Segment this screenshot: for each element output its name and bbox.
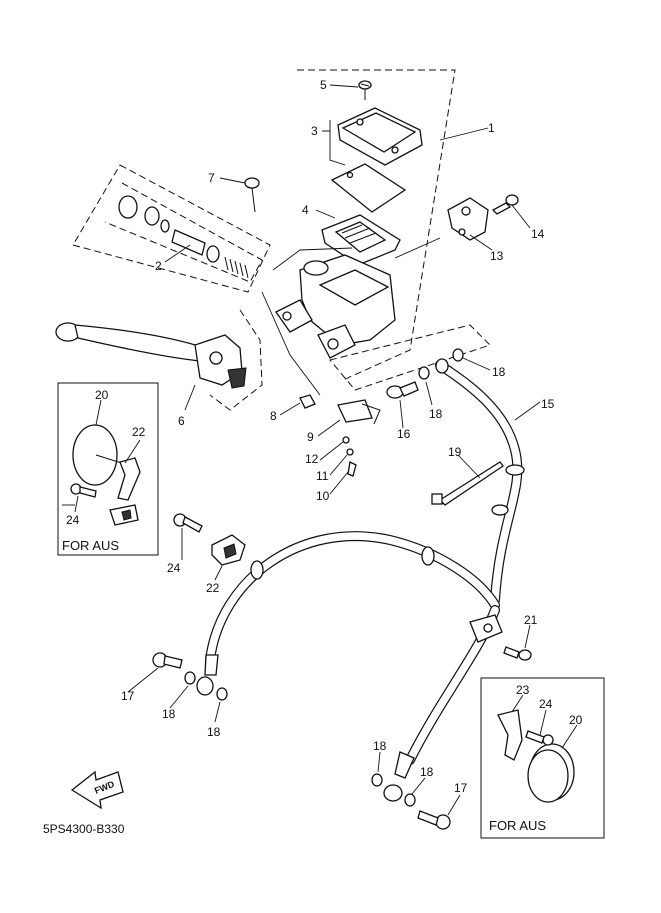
leader-lines <box>62 84 578 816</box>
piston-kit-outline-outer <box>72 164 271 293</box>
nut-8 <box>299 394 316 409</box>
callout-9: 9 <box>307 430 314 444</box>
handlebar-clamp <box>447 197 489 241</box>
callout-7: 7 <box>208 171 215 185</box>
hose-collar-a <box>505 464 525 476</box>
union-bolt-16 <box>386 381 419 399</box>
joint-bolt-21 <box>503 646 532 661</box>
callout-22-mid: 22 <box>206 581 220 595</box>
washer-right-b <box>404 793 416 807</box>
callout-10: 10 <box>316 489 330 503</box>
callout-20-left: 20 <box>95 388 109 402</box>
callout-17-left: 17 <box>121 689 135 703</box>
cap-plate <box>330 163 407 213</box>
upper-brake-hose <box>436 361 522 604</box>
callout-24-right: 24 <box>539 697 553 711</box>
callout-24-left: 24 <box>66 513 80 527</box>
callout-11: 11 <box>316 469 329 483</box>
inset-right <box>480 677 605 839</box>
forward-arrow-icon: FWD <box>70 770 124 810</box>
clamp-bolt <box>491 194 519 215</box>
switch-screw <box>347 461 357 477</box>
callout-2: 2 <box>155 259 162 273</box>
callout-5: 5 <box>320 78 327 92</box>
piston-kit <box>118 195 249 279</box>
copper-washer-b <box>452 348 464 362</box>
callout-22-left: 22 <box>132 425 146 439</box>
callout-labels: 1 2 3 4 5 6 7 8 9 10 11 12 13 14 15 16 1… <box>66 78 583 795</box>
union-bolt-right <box>417 810 451 830</box>
cap-screw <box>358 80 372 100</box>
cable-tie <box>431 461 504 506</box>
callout-18-a: 18 <box>492 365 506 379</box>
callout-13: 13 <box>490 249 504 263</box>
brake-light-switch <box>337 399 381 425</box>
hose-collar-d <box>421 546 435 566</box>
washer-12 <box>342 436 350 444</box>
inset-left <box>57 382 159 556</box>
callout-23: 23 <box>516 683 530 697</box>
right-banjo-fitting <box>383 751 415 802</box>
inset-right-label: FOR AUS <box>489 818 546 833</box>
washer-right-a <box>371 773 383 787</box>
callout-20-right: 20 <box>569 713 583 727</box>
master-cylinder-group-outline <box>297 69 456 381</box>
reservoir-cap <box>337 107 423 166</box>
hose-collar-c <box>250 560 264 580</box>
washer-left-b <box>216 687 228 701</box>
callout-6: 6 <box>178 414 185 428</box>
pivot-bolt <box>244 177 260 213</box>
callout-15: 15 <box>541 397 555 411</box>
callout-18-b: 18 <box>429 407 443 421</box>
inset-left-label: FOR AUS <box>62 538 119 553</box>
callout-24-mid: 24 <box>167 561 181 575</box>
callout-18-d: 18 <box>207 725 221 739</box>
callout-17-right: 17 <box>454 781 468 795</box>
callout-1: 1 <box>488 121 495 135</box>
callout-12: 12 <box>305 452 319 466</box>
callout-18-e: 18 <box>373 739 387 753</box>
master-cylinder-body <box>275 254 396 359</box>
hose-fitting-top <box>435 358 449 374</box>
callout-16: 16 <box>397 427 411 441</box>
callout-18-f: 18 <box>420 765 434 779</box>
mirror-holder-bracket <box>211 534 246 566</box>
copper-washer-a <box>418 366 430 380</box>
washer-11 <box>346 448 354 456</box>
callout-18-c: 18 <box>162 707 176 721</box>
callout-3: 3 <box>311 124 318 138</box>
holder-bolt <box>173 513 203 533</box>
left-brake-hose-outline <box>205 531 500 665</box>
lever-group-outline <box>209 309 263 411</box>
hose-collar-b <box>491 504 509 516</box>
hose-joint <box>469 614 503 643</box>
callout-19: 19 <box>448 445 462 459</box>
brake-lever <box>55 322 247 389</box>
piston-kit-outline-inner <box>104 182 263 283</box>
callout-4: 4 <box>302 203 309 217</box>
washer-left-a <box>184 671 196 685</box>
left-banjo-fitting <box>196 654 219 696</box>
callout-8: 8 <box>270 409 277 423</box>
union-bolt-left <box>152 652 183 669</box>
diagram-code: 5PS4300-B330 <box>43 822 125 836</box>
left-brake-hose <box>206 532 499 664</box>
diaphragm <box>321 214 401 266</box>
callout-14: 14 <box>531 227 545 241</box>
callout-21: 21 <box>524 613 538 627</box>
